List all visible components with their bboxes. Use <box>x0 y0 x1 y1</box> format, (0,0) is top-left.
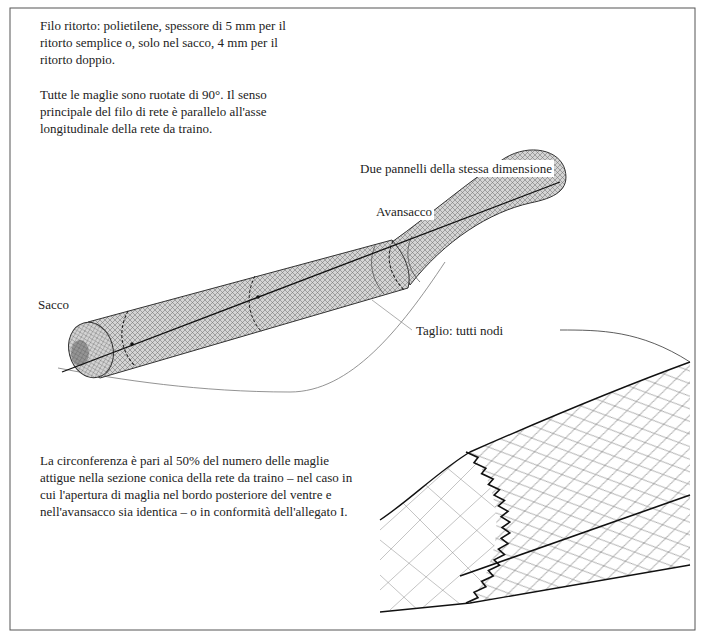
note-text: La circonferenza è pari al 50% del numer… <box>38 452 363 520</box>
part-label: Avansacco <box>374 203 434 220</box>
part-label: Sacco <box>36 296 71 313</box>
note-text: Tutte le maglie sono ruotate di 90°. Il … <box>38 86 313 137</box>
part-label: Due pannelli della stessa dimensione <box>358 160 554 177</box>
part-label: Taglio: tutti nodi <box>414 322 505 339</box>
note-text: Filo ritorto: polietilene, spessore di 5… <box>38 17 310 68</box>
